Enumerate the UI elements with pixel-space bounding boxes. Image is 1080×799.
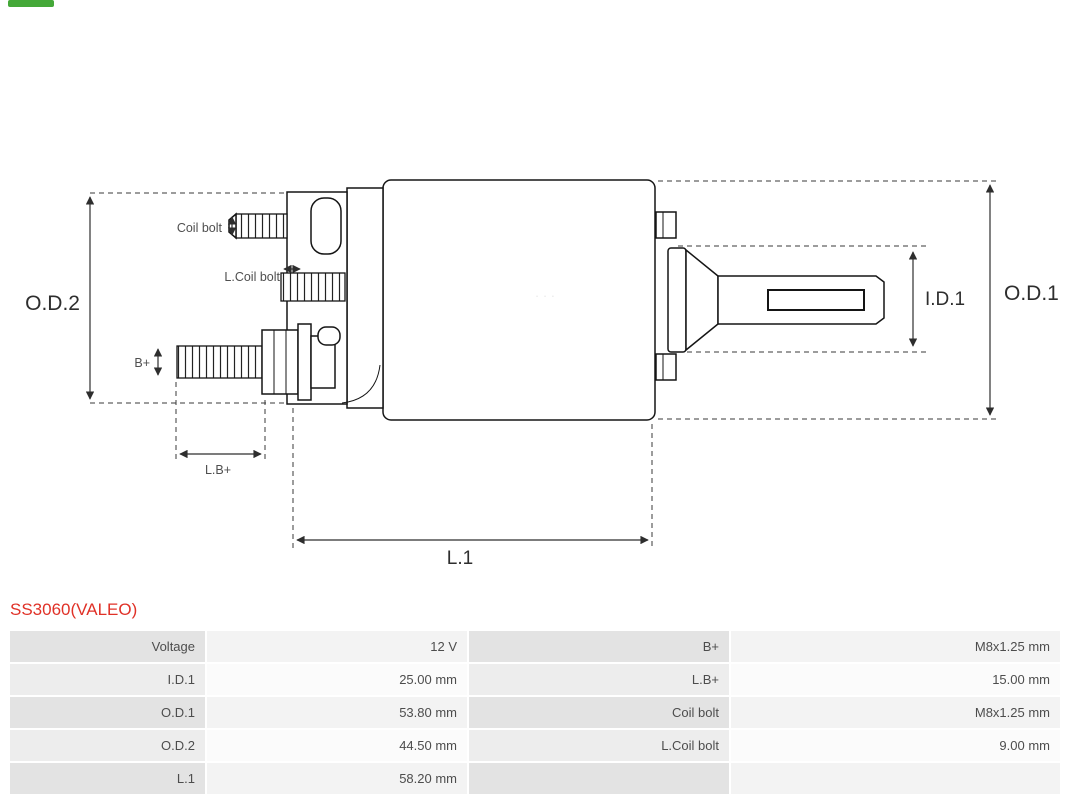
spec-label: L.B+ [469,664,729,695]
spec-value: 53.80 mm [207,697,467,728]
logo-fragment [8,0,54,7]
spec-label [469,763,729,794]
spec-value [731,763,1060,794]
spec-label: I.D.1 [10,664,205,695]
spec-value: 25.00 mm [207,664,467,695]
rear-terminals [655,211,677,381]
label-b-plus: B+ [134,356,150,370]
spec-label: Coil bolt [469,697,729,728]
plunger-slot [767,289,865,311]
part-number-title: SS3060(VALEO) [10,600,138,619]
spec-label: O.D.2 [10,730,205,761]
solenoid-technical-drawing: O.D.2 O.D.1 I.D.1 L.1 L.B+ [8,0,1059,569]
spec-value: 12 V [207,631,467,662]
hex-nut [261,329,299,395]
label-coil-bolt: Coil bolt [177,221,223,235]
dim-od1: O.D.1 [658,180,1059,420]
dim-id1: I.D.1 [678,245,965,353]
annotation-b-plus: B+ [134,348,163,376]
annotation-coil-bolt: Coil bolt [177,216,237,236]
l-coil-bolt-thread [280,272,346,302]
label-id1: I.D.1 [925,289,965,310]
label-lb-plus: L.B+ [205,463,231,477]
spec-value: 15.00 mm [731,664,1060,695]
spec-value: M8x1.25 mm [731,697,1060,728]
solenoid-body [382,179,656,421]
coil-bolt [228,212,288,240]
rivet [317,326,341,346]
spec-label: B+ [469,631,729,662]
plunger-taper [685,248,719,352]
dim-l1: L.1 [292,408,653,569]
spec-value: 58.20 mm [207,763,467,794]
annotation-l-coil-bolt: L.Coil bolt [224,264,301,284]
spec-value: M8x1.25 mm [731,631,1060,662]
label-l-coil-bolt: L.Coil bolt [224,270,280,284]
label-od1: O.D.1 [1004,282,1059,305]
label-od2: O.D.2 [25,292,80,315]
spec-label: O.D.1 [10,697,205,728]
spec-value: 9.00 mm [731,730,1060,761]
watermark: · · · [535,288,555,303]
plunger [667,247,885,353]
dim-od2: O.D.2 [25,192,290,404]
spec-label: Voltage [10,631,205,662]
mounting-slot [310,197,342,255]
spec-label: L.Coil bolt [469,730,729,761]
b-plus-bolt [176,323,341,401]
dim-lb-plus: L.B+ [175,382,266,477]
spec-table: Voltage 12 V B+ M8x1.25 mm I.D.1 25.00 m… [10,631,1060,794]
spec-value: 44.50 mm [207,730,467,761]
washer [297,323,312,401]
flange-arc [341,364,381,404]
label-l1: L.1 [447,548,473,569]
spec-label: L.1 [10,763,205,794]
